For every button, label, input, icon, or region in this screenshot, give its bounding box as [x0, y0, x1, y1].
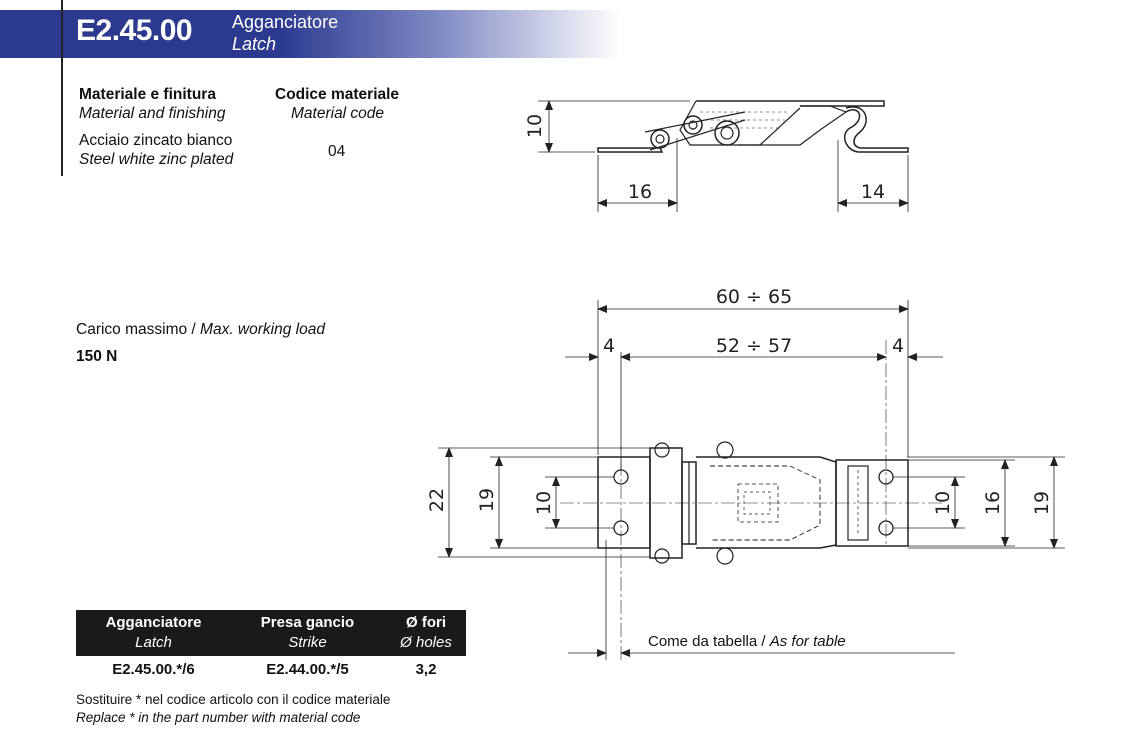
side-dim-left: 16 — [628, 181, 652, 203]
material-heading-it: Materiale e finitura — [79, 86, 216, 103]
table-cell-strike: E2.44.00.*/5 — [266, 661, 349, 678]
as-for-table-label: Come da tabella / As for table — [648, 633, 846, 650]
product-code: E2.45.00 — [76, 14, 193, 47]
dim-h22: 22 — [426, 488, 448, 512]
material-value-en: Steel white zinc plated — [79, 151, 234, 168]
material-value-it: Acciaio zincato bianco — [79, 132, 233, 149]
table-head-latch-en: Latch — [135, 634, 172, 651]
table-head-holes-en: Ø holes — [400, 634, 452, 651]
table-cell-latch: E2.45.00.*/6 — [112, 661, 195, 678]
table-header — [76, 610, 466, 656]
top-view — [438, 300, 1065, 660]
note-en: Replace * in the part number with materi… — [76, 710, 361, 725]
max-load-label-it: Carico massimo / — [76, 321, 201, 338]
note-it: Sostituire * nel codice articolo con il … — [76, 692, 391, 707]
dim-overall: 60 ÷ 65 — [716, 286, 792, 308]
material-code-value: 04 — [328, 143, 346, 160]
table-head-holes-it: Ø fori — [406, 614, 446, 631]
product-title-en: Latch — [232, 34, 277, 54]
material-code-heading-en: Material code — [291, 105, 385, 122]
dim-h16: 16 — [982, 491, 1004, 515]
material-code-heading-it: Codice materiale — [275, 86, 400, 103]
max-load-value: 150 N — [76, 348, 118, 365]
table-head-strike-it: Presa gancio — [260, 614, 355, 631]
side-view — [538, 100, 909, 212]
max-load-label: Carico massimo / Max. working load — [76, 321, 325, 339]
left-rule — [61, 0, 63, 176]
table-cell-holes: 3,2 — [415, 661, 437, 678]
dim-edge-left: 4 — [603, 335, 615, 357]
side-dim-height: 10 — [524, 114, 546, 138]
dim-h19-left: 19 — [476, 488, 498, 512]
as-for-table-it: Come da tabella / — [648, 633, 770, 650]
max-load-label-en: Max. working load — [200, 321, 325, 338]
dim-h10-left: 10 — [533, 491, 555, 515]
material-heading-en: Material and finishing — [79, 105, 226, 122]
side-dim-right: 14 — [861, 181, 885, 203]
product-title-it: Agganciatore — [232, 12, 339, 32]
header-band — [0, 10, 620, 58]
dim-edge-right: 4 — [892, 335, 904, 357]
dim-h10-right: 10 — [932, 491, 954, 515]
dim-inner: 52 ÷ 57 — [716, 335, 792, 357]
table-head-latch-it: Agganciatore — [105, 614, 202, 631]
as-for-table-en: As for table — [769, 633, 846, 650]
table-head-strike-en: Strike — [288, 634, 327, 651]
dim-h19-right: 19 — [1031, 491, 1053, 515]
